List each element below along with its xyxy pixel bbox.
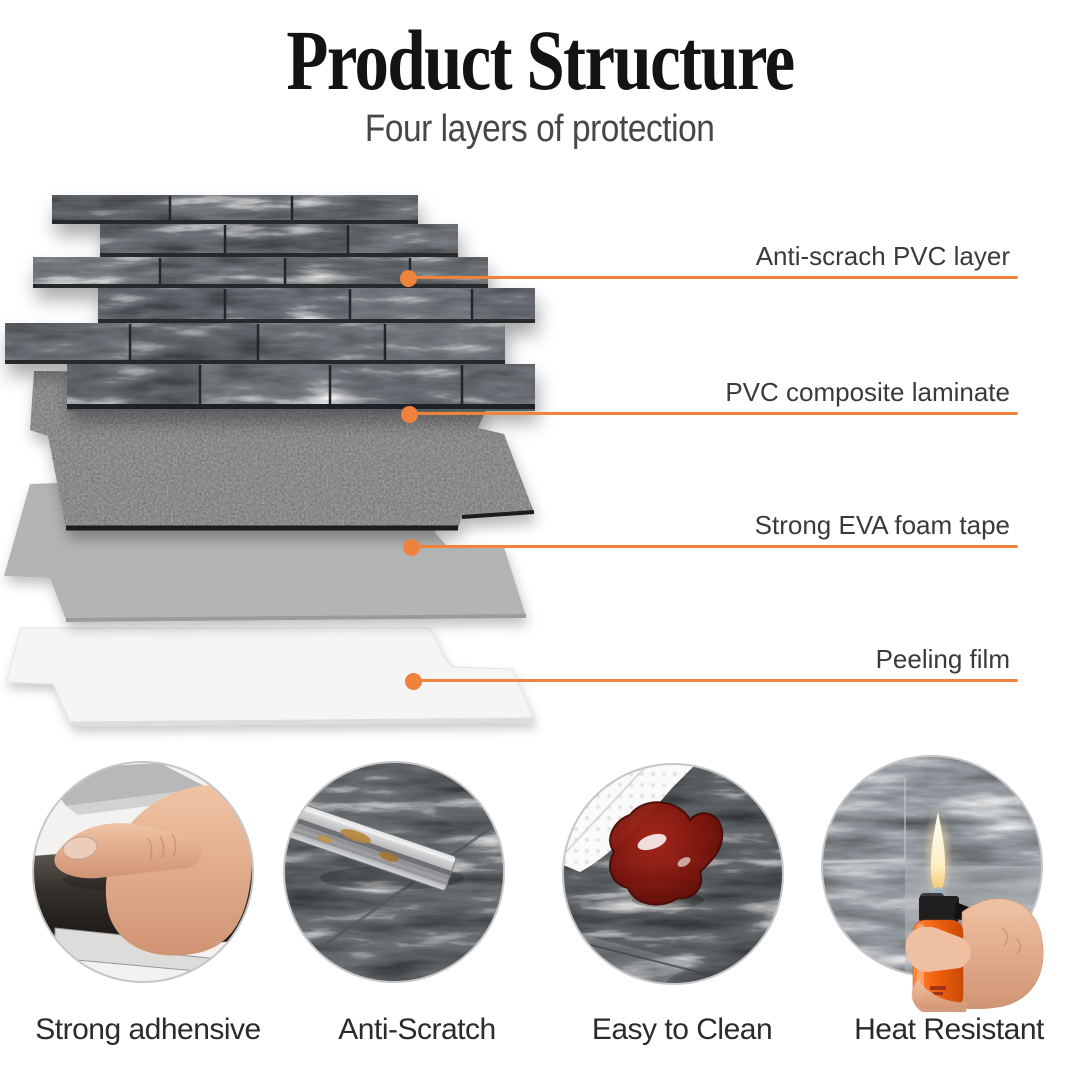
feature-photo-strong-adhesive: [32, 761, 254, 983]
callout-label-peeling-film: Peeling film: [875, 644, 1010, 674]
callout-dot-pvc-layer: [400, 270, 417, 287]
feature-photo-anti-scratch: [283, 761, 505, 983]
callout-label-eva-foam: Strong EVA foam tape: [754, 510, 1010, 540]
page-subtitle: Four layers of protection: [365, 108, 715, 150]
page-title: Product Structure: [286, 12, 795, 108]
callout-line-peeling-film: [413, 679, 1018, 682]
callout-dot-composite: [401, 406, 418, 423]
callout-dot-peeling-film: [405, 673, 422, 690]
lighter-and-hand: [905, 806, 1044, 1012]
feature-caption-anti-scratch: Anti-Scratch: [338, 1013, 496, 1046]
feature-caption-easy-to-clean: Easy to Clean: [591, 1013, 773, 1046]
feature-caption-heat-resistant: Heat Resistant: [854, 1013, 1044, 1046]
feature-caption-strong-adhesive: Strong adhensive: [35, 1013, 261, 1046]
callout-label-pvc-layer: Anti-scrach PVC layer: [755, 241, 1010, 271]
feature-photo-easy-to-clean: [562, 763, 784, 985]
callout-line-pvc-layer: [408, 276, 1018, 279]
callout-line-composite: [409, 412, 1018, 415]
callout-label-composite: PVC composite laminate: [725, 377, 1010, 407]
callout-dot-eva-foam: [403, 539, 420, 556]
feature-photo-heat-resistant: [821, 755, 1044, 1012]
callout-line-eva-foam: [411, 545, 1018, 548]
layer-pvc-tiles: [5, 195, 535, 411]
layer-peeling-film: [5, 627, 535, 727]
